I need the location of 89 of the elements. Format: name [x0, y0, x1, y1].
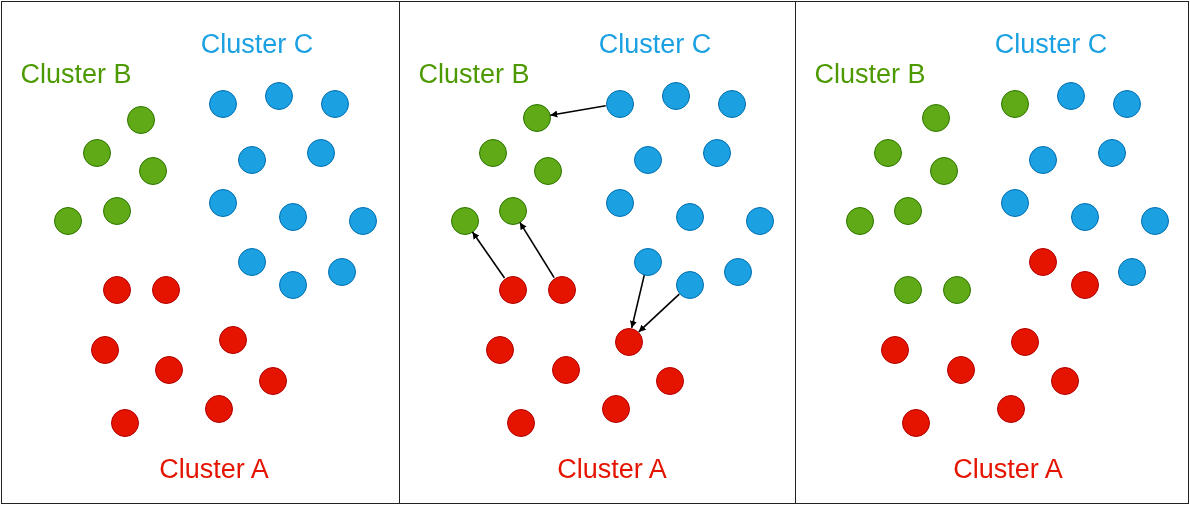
- data-point: [327, 257, 356, 286]
- data-point: [723, 257, 752, 286]
- data-point: [522, 103, 551, 132]
- data-point: [1140, 206, 1169, 235]
- arrow: [519, 221, 555, 279]
- cluster-label: Cluster A: [557, 453, 667, 485]
- panel: [795, 1, 1189, 504]
- data-point: [547, 275, 576, 304]
- data-point: [614, 327, 643, 356]
- data-point: [126, 105, 155, 134]
- arrow: [471, 231, 506, 279]
- data-point: [845, 206, 874, 235]
- data-point: [921, 103, 950, 132]
- data-point: [82, 138, 111, 167]
- data-point: [306, 138, 335, 167]
- data-point: [1097, 138, 1126, 167]
- data-point: [151, 275, 180, 304]
- data-point: [661, 81, 690, 110]
- cluster-label: Cluster B: [814, 58, 926, 90]
- data-point: [498, 275, 527, 304]
- data-point: [138, 156, 167, 185]
- data-point: [264, 81, 293, 110]
- data-point: [1070, 202, 1099, 231]
- data-point: [745, 206, 774, 235]
- data-point: [1056, 81, 1085, 110]
- data-point: [946, 355, 975, 384]
- data-point: [237, 247, 266, 276]
- data-point: [1000, 188, 1029, 217]
- data-point: [996, 394, 1025, 423]
- data-point: [218, 325, 247, 354]
- data-point: [1000, 89, 1029, 118]
- data-point: [880, 335, 909, 364]
- data-point: [110, 408, 139, 437]
- data-point: [1010, 327, 1039, 356]
- data-point: [929, 156, 958, 185]
- data-point: [1117, 257, 1146, 286]
- cluster-label: Cluster C: [598, 28, 712, 60]
- data-point: [1050, 366, 1079, 395]
- cluster-label: Cluster B: [418, 58, 530, 90]
- cluster-label: Cluster B: [20, 58, 132, 90]
- data-point: [717, 89, 746, 118]
- data-point: [633, 145, 662, 174]
- data-point: [675, 270, 704, 299]
- data-point: [601, 394, 630, 423]
- data-point: [893, 275, 922, 304]
- data-point: [208, 89, 237, 118]
- data-point: [450, 206, 479, 235]
- data-point: [675, 202, 704, 231]
- data-point: [901, 408, 930, 437]
- data-point: [237, 145, 266, 174]
- data-point: [258, 366, 287, 395]
- data-point: [90, 335, 119, 364]
- data-point: [498, 196, 527, 225]
- data-point: [320, 89, 349, 118]
- data-point: [942, 275, 971, 304]
- arrow: [629, 274, 646, 329]
- data-point: [533, 156, 562, 185]
- data-point: [551, 355, 580, 384]
- data-point: [873, 138, 902, 167]
- data-point: [506, 408, 535, 437]
- data-point: [702, 138, 731, 167]
- data-point: [605, 188, 634, 217]
- data-point: [1028, 145, 1057, 174]
- data-point: [633, 247, 662, 276]
- data-point: [1112, 89, 1141, 118]
- data-point: [204, 394, 233, 423]
- data-point: [348, 206, 377, 235]
- data-point: [102, 196, 131, 225]
- data-point: [208, 188, 237, 217]
- data-point: [605, 89, 634, 118]
- panel: [1, 1, 400, 504]
- data-point: [102, 275, 131, 304]
- cluster-label: Cluster C: [994, 28, 1108, 60]
- data-point: [893, 196, 922, 225]
- data-point: [278, 202, 307, 231]
- cluster-label: Cluster A: [953, 453, 1063, 485]
- data-point: [53, 206, 82, 235]
- cluster-label: Cluster C: [200, 28, 314, 60]
- data-point: [1028, 247, 1057, 276]
- arrow: [637, 293, 681, 333]
- data-point: [278, 270, 307, 299]
- data-point: [655, 366, 684, 395]
- cluster-label: Cluster A: [159, 453, 269, 485]
- data-point: [1070, 270, 1099, 299]
- panel: [399, 1, 796, 504]
- arrow: [549, 105, 607, 118]
- data-point: [154, 355, 183, 384]
- data-point: [485, 335, 514, 364]
- data-point: [478, 138, 507, 167]
